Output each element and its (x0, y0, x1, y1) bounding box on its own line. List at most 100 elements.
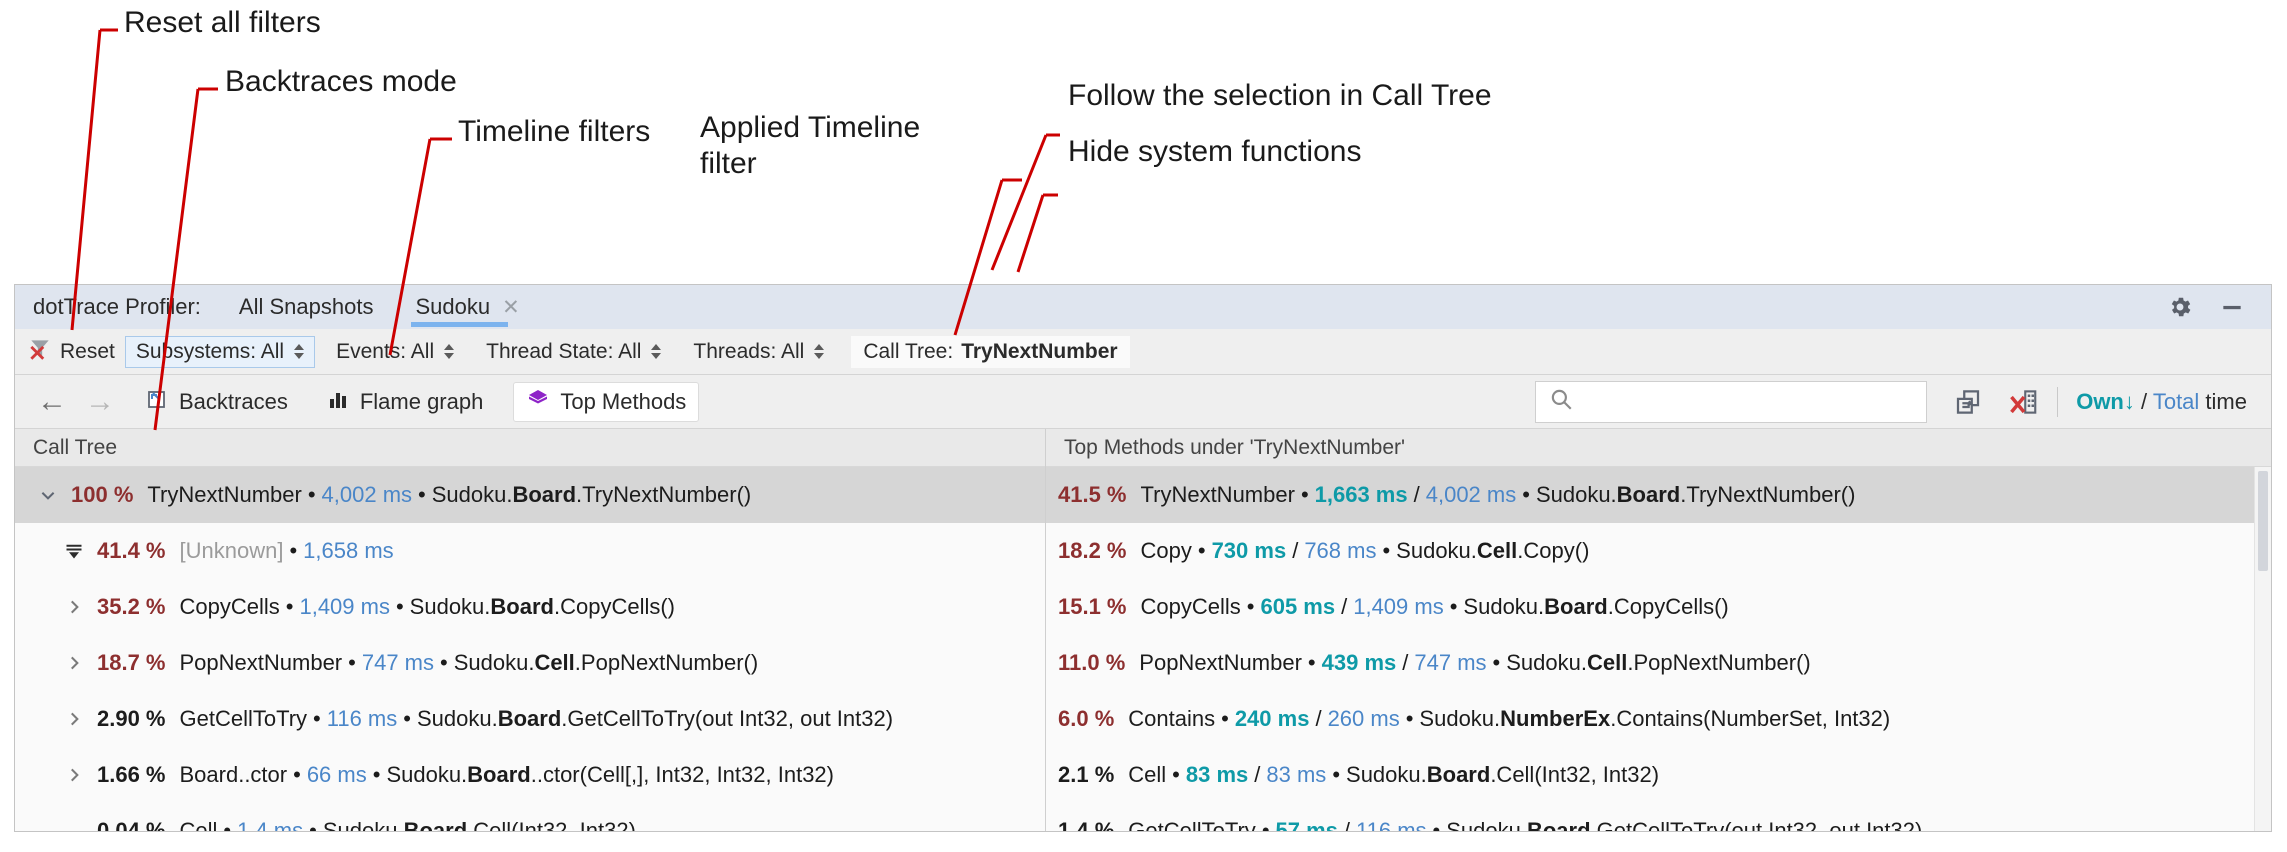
sort-total-label: Total (2152, 388, 2200, 414)
row-separator: • (307, 482, 316, 507)
top-methods-rows[interactable]: 41.5 %TryNextNumber•1,663 ms/4,002 ms•Su… (1046, 467, 2271, 832)
top-methods-row[interactable]: 2.1 %Cell•83 ms/83 ms•Sudoku.Board.Cell(… (1046, 747, 2271, 803)
top-methods-row[interactable]: 1.4 %GetCellToTry•57 ms/116 ms•Sudoku.Bo… (1046, 803, 2271, 832)
call-tree-row[interactable]: 1.66 %Board..ctor•66 ms•Sudoku.Board..ct… (15, 747, 1045, 803)
chevron-right-icon[interactable] (61, 654, 87, 672)
annotation-follow-selection-in-call-tree: Follow the selection in Call Tree (1068, 79, 1492, 112)
arrow-left-icon[interactable]: ← (37, 384, 67, 418)
gear-icon[interactable] (2167, 294, 2193, 320)
spinner-icon[interactable] (814, 344, 825, 359)
sort-slash: / (2134, 388, 2153, 414)
spinner-icon[interactable] (444, 344, 455, 359)
row-separator: • (1332, 762, 1341, 787)
row-separator: • (285, 594, 294, 619)
row-signature: Sudoku.Cell.PopNextNumber() (454, 650, 758, 676)
view-backtraces[interactable]: Backtraces (137, 382, 296, 422)
signature-namespace: Sudoku. (431, 482, 513, 507)
filter-threads[interactable]: Threads: All (682, 336, 835, 368)
row-separator: • (1261, 818, 1270, 832)
spinner-icon[interactable] (294, 344, 305, 359)
row-slash: / (1341, 594, 1348, 619)
row-percent: 1.4 % (1058, 818, 1115, 832)
row-total-time: 83 ms (1266, 762, 1327, 787)
row-percent: 15.1 % (1058, 594, 1127, 619)
signature-member: .TryNextNumber() (1680, 482, 1856, 507)
backtraces-icon (145, 387, 169, 417)
row-time: 66 ms (306, 762, 367, 787)
call-tree-row[interactable]: 18.7 %PopNextNumber•747 ms•Sudoku.Cell.P… (15, 635, 1045, 691)
chevron-right-icon[interactable] (61, 598, 87, 616)
dottrace-profiler-window: dotTrace Profiler: All Snapshots Sudoku … (14, 284, 2272, 832)
top-methods-row[interactable]: 41.5 %TryNextNumber•1,663 ms/4,002 ms•Su… (1046, 467, 2271, 523)
chevron-down-icon[interactable] (35, 486, 61, 504)
row-method-name: Contains (1128, 706, 1216, 731)
call-tree-row[interactable]: 35.2 %CopyCells•1,409 ms•Sudoku.Board.Co… (15, 579, 1045, 635)
funnel-icon (61, 541, 87, 561)
filter-thread-state[interactable]: Thread State: All (475, 336, 672, 368)
signature-member: .Cell(Int32, Int32) (1490, 762, 1660, 787)
filter-events[interactable]: Events: All (325, 336, 465, 368)
chevron-right-icon[interactable] (61, 766, 87, 784)
call-tree-rows[interactable]: 100 %TryNextNumber•4,002 ms•Sudoku.Board… (15, 467, 1045, 832)
top-methods-row[interactable]: 15.1 %CopyCells•605 ms/1,409 ms•Sudoku.B… (1046, 579, 2271, 635)
search-box[interactable] (1535, 380, 1928, 423)
reset-label: Reset (60, 339, 115, 363)
row-separator: • (1246, 594, 1255, 619)
call-tree-row[interactable]: 41.4 %[Unknown]•1,658 ms (15, 523, 1045, 579)
call-tree-row[interactable]: 2.90 %GetCellToTry•116 ms•Sudoku.Board.G… (15, 691, 1045, 747)
scrollbar-thumb[interactable] (2258, 471, 2268, 571)
row-separator: • (403, 706, 411, 731)
signature-member: .GetCellToTry(out Int32, out Int32) (561, 706, 894, 731)
row-separator: • (1307, 650, 1316, 675)
applied-timeline-filter-chip[interactable]: Call Tree: TryNextNumber (851, 335, 1130, 368)
call-tree-row[interactable]: 100 %TryNextNumber•4,002 ms•Sudoku.Board… (15, 467, 1045, 523)
row-separator: • (395, 594, 404, 619)
sort-own-total-time[interactable]: Own↓ / Total time (2076, 389, 2247, 415)
row-slash: / (1292, 538, 1299, 563)
signature-member: .Cell(Int32, Int32) (467, 818, 636, 832)
signature-member: .GetCellToTry(out Int32, out Int32) (1590, 818, 1923, 832)
row-time: 4,002 ms (321, 482, 413, 507)
chevron-right-icon[interactable] (61, 710, 87, 728)
annotation-timeline-filters: Timeline filters (458, 115, 651, 148)
reset-all-filters-button[interactable]: Reset (27, 336, 115, 368)
toolbar-divider (2057, 386, 2059, 417)
vertical-scrollbar[interactable] (2254, 467, 2271, 831)
window-titlebar: dotTrace Profiler: All Snapshots Sudoku … (15, 285, 2271, 329)
view-top-methods[interactable]: Top Methods (513, 381, 700, 422)
row-time: 1,409 ms (299, 594, 390, 619)
signature-class: Board (403, 818, 468, 832)
row-own-time: 439 ms (1321, 650, 1397, 675)
top-methods-row[interactable]: 18.2 %Copy•730 ms/768 ms•Sudoku.Cell.Cop… (1046, 523, 2271, 579)
top-methods-row[interactable]: 11.0 %PopNextNumber•439 ms/747 ms•Sudoku… (1046, 635, 2271, 691)
tab-label: All Snapshots (238, 294, 374, 319)
signature-class: Cell (1586, 650, 1628, 675)
hide-system-functions-button[interactable] (2009, 387, 2039, 417)
row-slash: / (1343, 818, 1351, 832)
top-methods-row[interactable]: 6.0 %Contains•240 ms/260 ms•Sudoku.Numbe… (1046, 691, 2271, 747)
row-time: 747 ms (361, 650, 434, 675)
view-flame-graph[interactable]: Flame graph (318, 382, 492, 422)
signature-namespace: Sudoku. (1419, 706, 1501, 731)
filter-label: Threads: All (693, 339, 805, 363)
spinner-icon[interactable] (651, 344, 662, 359)
filter-subsystems[interactable]: Subsystems: All (124, 335, 316, 368)
signature-member: .PopNextNumber() (574, 650, 759, 675)
minimize-icon[interactable] (2219, 294, 2245, 320)
tab-all-snapshots[interactable]: All Snapshots (235, 285, 378, 329)
row-total-time: 116 ms (1356, 818, 1427, 832)
arrow-right-icon[interactable]: → (85, 384, 115, 418)
search-input[interactable] (1582, 388, 1927, 415)
row-separator: • (1300, 482, 1309, 507)
follow-selection-in-call-tree-button[interactable] (1953, 387, 1983, 417)
row-signature: Sudoku.Board..ctor(Cell[,], Int32, Int32… (386, 762, 834, 788)
row-time: 1.4 ms (237, 818, 304, 832)
close-icon[interactable]: ✕ (502, 295, 520, 319)
row-method-name: GetCellToTry (179, 706, 308, 731)
tab-sudoku[interactable]: Sudoku ✕ (411, 285, 523, 329)
top-methods-pane: Top Methods under 'TryNextNumber' 41.5 %… (1046, 429, 2271, 832)
call-tree-row[interactable]: 0.04 %Cell•1.4 ms•Sudoku.Board.Cell(Int3… (15, 803, 1045, 832)
sort-arrow-icon: ↓ (2123, 388, 2135, 414)
row-signature: Sudoku.Board.CopyCells() (410, 594, 675, 620)
row-time: 116 ms (326, 706, 398, 731)
